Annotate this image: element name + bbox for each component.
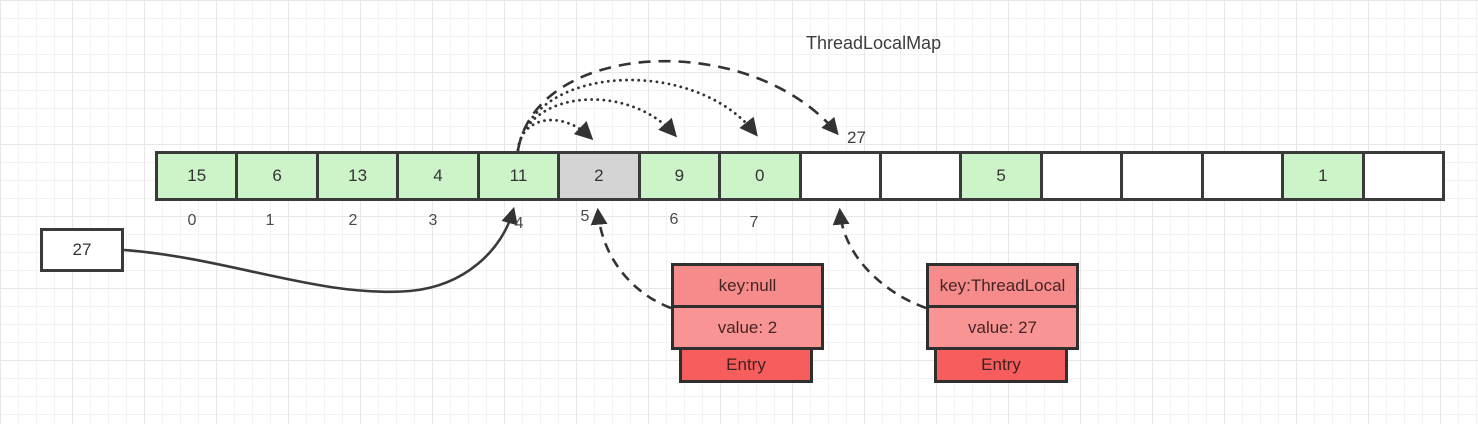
array-cell-value: 6: [272, 166, 282, 185]
array-cell-14: 1: [1284, 154, 1365, 198]
probe-arc-to-index7: [516, 78, 758, 152]
array-cell-5: 2: [560, 154, 641, 198]
array-cell-4: 11: [479, 154, 561, 198]
entry-new-box: key:ThreadLocal value: 27: [926, 263, 1079, 350]
array-cell-11: [1042, 154, 1124, 198]
array-cell-7: 0: [721, 154, 802, 198]
entry-stale: key:null value: 2 Entry: [671, 263, 824, 383]
entry-stale-box: key:null value: 2: [671, 263, 824, 350]
array-cell-12: [1123, 154, 1204, 198]
index-label-1: 1: [265, 212, 275, 229]
page-title: ThreadLocalMap: [806, 33, 942, 53]
array-cell-value: 15: [187, 166, 207, 185]
entry-new: key:ThreadLocal value: 27 Entry: [926, 263, 1079, 383]
new-entry-to-index8-arrow: [832, 207, 927, 310]
index-label-7: 7: [749, 214, 759, 231]
probe-arc-to-index6: [516, 98, 678, 152]
array-cell-value: 1: [1318, 166, 1328, 185]
array-cell-value: 11: [509, 166, 528, 185]
probe-result-label: 27: [847, 128, 866, 147]
array-cell-value: 5: [996, 166, 1006, 185]
hash-array: 15 6 13 4 11 2 9 0 5 1: [155, 151, 1445, 201]
hash-value-text: 27: [72, 240, 92, 259]
index-label-2: 2: [348, 212, 358, 229]
entry-tab-label: Entry: [679, 350, 813, 383]
array-cell-value: 0: [755, 166, 765, 185]
index-label-3: 3: [428, 212, 438, 229]
entry-tab-label: Entry: [934, 350, 1068, 383]
array-cell-3: 4: [399, 154, 480, 198]
array-cell-value: 2: [594, 166, 604, 185]
entry-value-row: value: 27: [929, 305, 1076, 347]
index-label-5: 5: [580, 208, 590, 225]
index-label-0: 0: [187, 212, 197, 229]
probe-arc-to-index8: [516, 59, 839, 151]
array-cell-0: 15: [158, 154, 239, 198]
array-cell-9: [881, 154, 963, 198]
array-cell-value: 4: [433, 166, 443, 185]
entry-key-row: key:ThreadLocal: [939, 276, 1066, 295]
array-cell-1: 6: [238, 154, 319, 198]
probe-arc-to-index5: [516, 118, 594, 152]
entry-key-row: key:null: [718, 276, 777, 295]
index-label-4: 4: [514, 215, 524, 232]
entry-value-row: value: 2: [674, 305, 821, 347]
array-cell-6: 9: [640, 154, 722, 198]
array-cell-15: [1364, 154, 1442, 198]
array-cell-8: [801, 154, 882, 198]
array-cell-13: [1203, 154, 1285, 198]
index-label-6: 6: [669, 211, 679, 228]
array-cell-value: 13: [348, 166, 368, 185]
array-cell-2: 13: [318, 154, 400, 198]
array-cell-10: 5: [962, 154, 1043, 198]
array-cell-value: 9: [674, 166, 685, 185]
hash-value-box: 27: [40, 228, 124, 272]
